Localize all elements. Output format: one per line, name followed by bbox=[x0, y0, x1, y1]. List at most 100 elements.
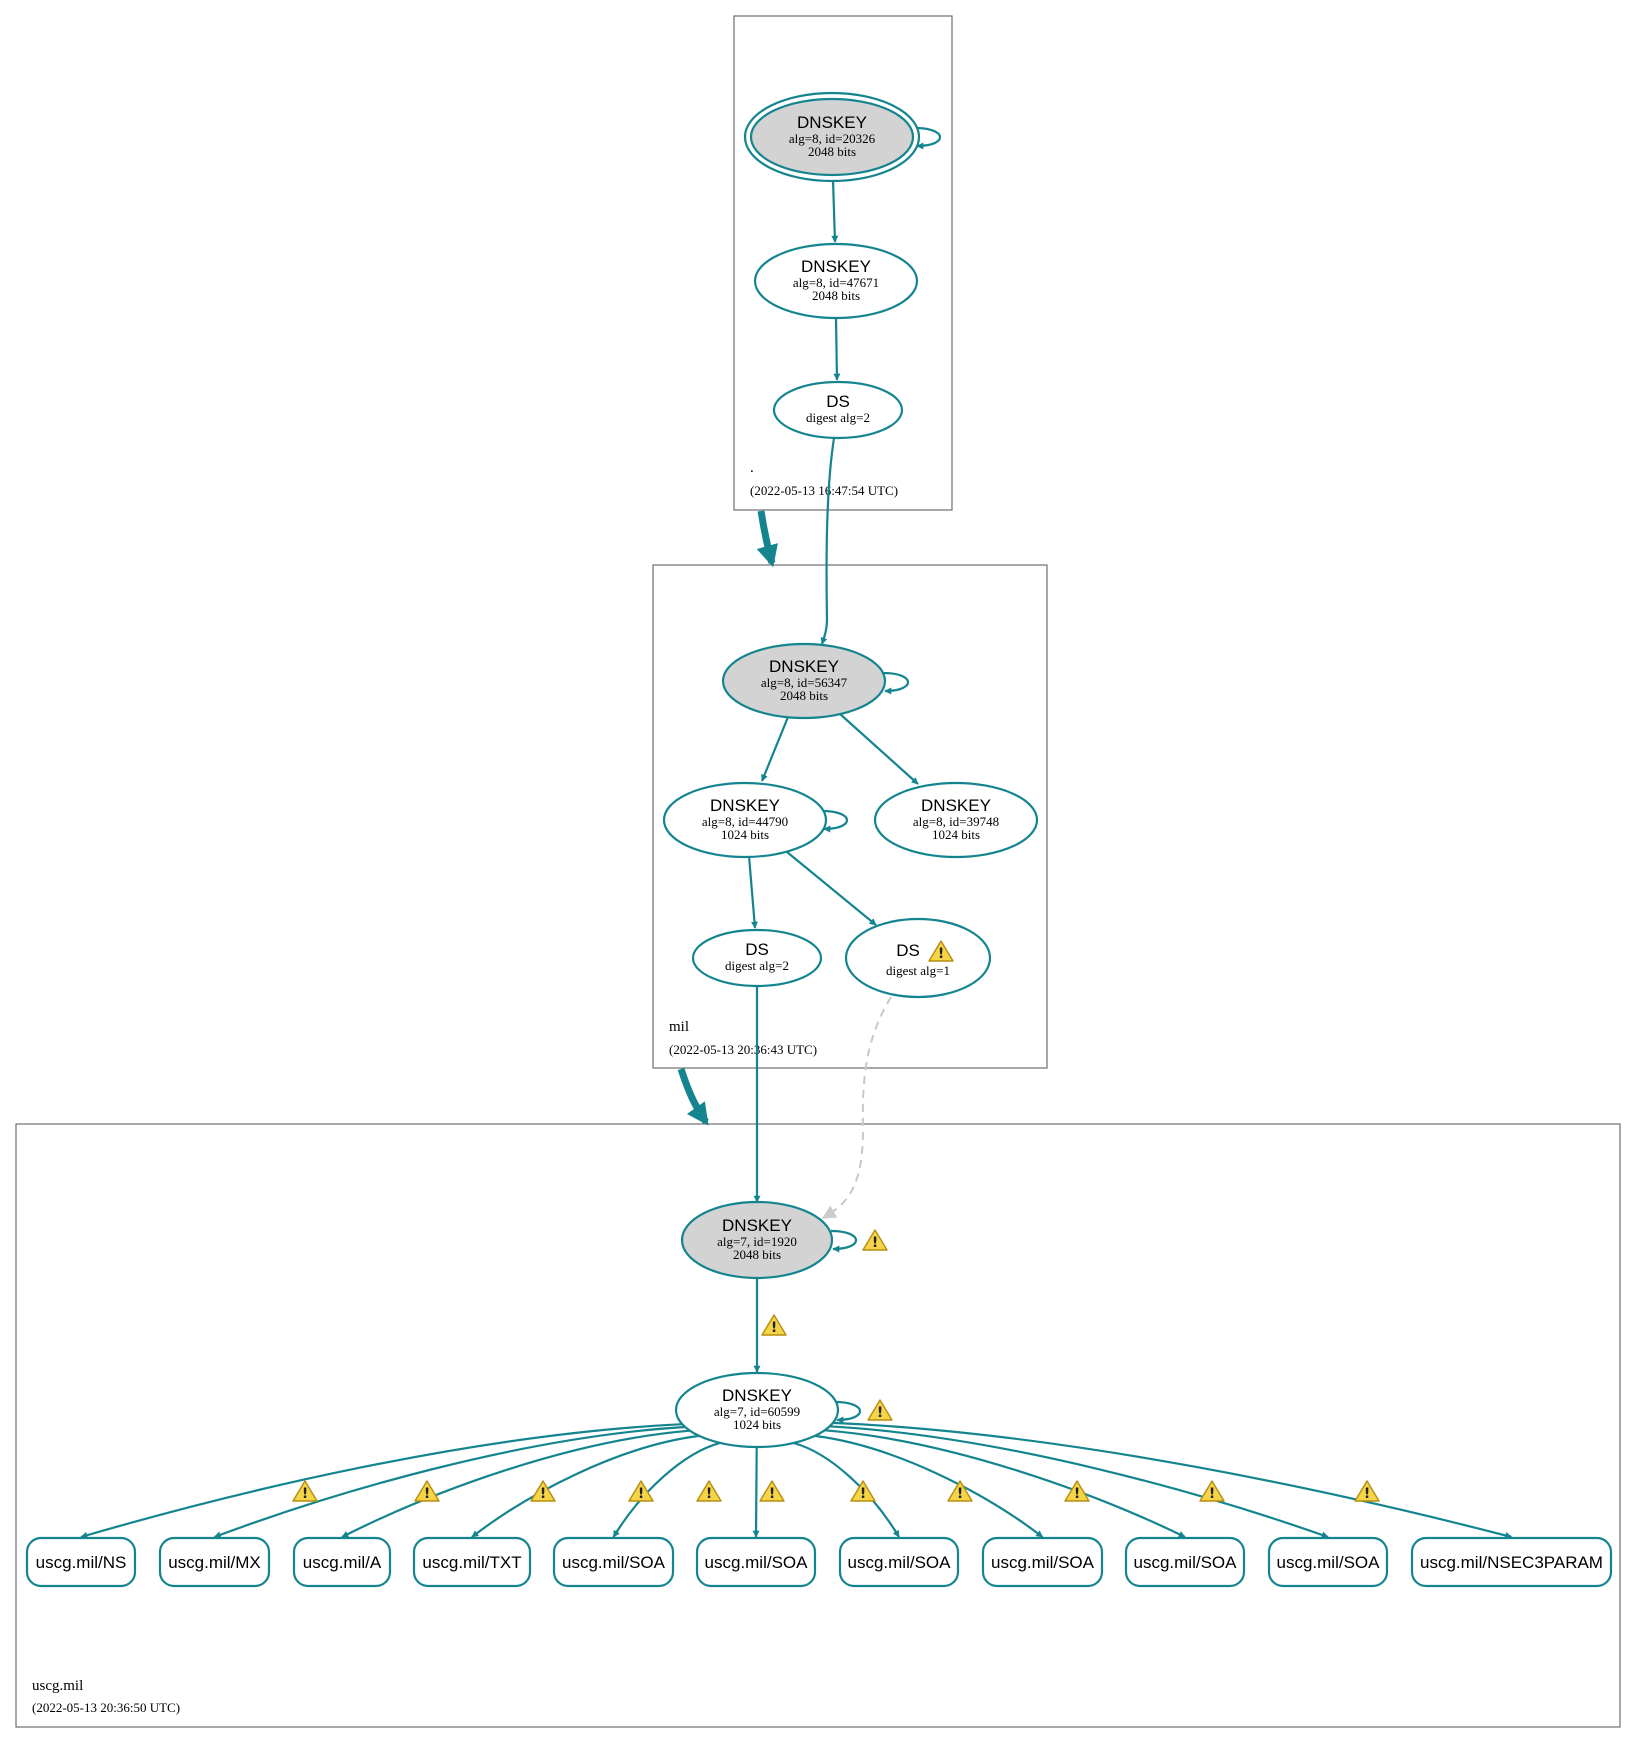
warning-triangle-icon bbox=[947, 1480, 973, 1503]
node-uscg-ksk-line2: 2048 bits bbox=[733, 1247, 781, 1262]
node-root-ds[interactable]: DS digest alg=2 bbox=[772, 380, 904, 440]
node-uscg-zsk[interactable]: DNSKEY alg=7, id=60599 1024 bits bbox=[674, 1371, 840, 1449]
zone-mil-label: mil bbox=[669, 1019, 689, 1035]
rrset-nodes: uscg.mil/NS uscg.mil/MX uscg.mil/A uscg.mil… bbox=[25, 1536, 1613, 1588]
edge-uscg-ksk-self bbox=[830, 1229, 858, 1253]
node-root-ksk-line2: 2048 bits bbox=[808, 144, 856, 159]
node-mil-zsk2-shape bbox=[873, 781, 1039, 859]
node-mil-ksk-line2: 2048 bits bbox=[780, 688, 828, 703]
node-mil-ksk[interactable]: DNSKEY alg=8, id=56347 2048 bits bbox=[721, 642, 887, 720]
rrset-node-label: uscg.mil/SOA bbox=[1134, 1553, 1238, 1572]
edge-uscg-zsk-to-rrset bbox=[80, 1423, 683, 1539]
node-root-ksk-shape bbox=[749, 97, 915, 177]
rrset-node[interactable]: uscg.mil/SOA bbox=[552, 1536, 675, 1588]
node-root-zsk-shape bbox=[753, 242, 919, 320]
node-uscg-ksk-shape bbox=[680, 1200, 834, 1280]
zone-uscg-mil: uscg.mil (2022-05-13 20:36:50 UTC) bbox=[15, 1123, 1621, 1728]
edge-mil-zsk1-to-ds2 bbox=[747, 855, 758, 929]
rrset-node-label: uscg.mil/SOA bbox=[705, 1553, 809, 1572]
zone-mil-timestamp: (2022-05-13 20:36:43 UTC) bbox=[669, 1042, 817, 1057]
node-uscg-zsk-line2: 1024 bits bbox=[733, 1417, 781, 1432]
node-mil-ds-alg1[interactable]: DS digest alg=1 bbox=[844, 917, 992, 999]
zone-mil-box bbox=[652, 564, 1048, 1069]
rrset-node-box bbox=[1124, 1536, 1246, 1588]
edge-uscg-zsk-to-rrset bbox=[829, 1425, 1329, 1539]
rrset-node[interactable]: uscg.mil/MX bbox=[158, 1536, 271, 1588]
warning-triangle-icon bbox=[696, 1480, 722, 1503]
node-mil-zsk1-line1: alg=8, id=44790 bbox=[702, 814, 788, 829]
rrset-warnings bbox=[292, 1480, 1380, 1503]
node-uscg-ksk-line1: alg=7, id=1920 bbox=[717, 1234, 797, 1249]
rrset-node[interactable]: uscg.mil/SOA bbox=[695, 1536, 817, 1588]
rrset-node-box bbox=[838, 1536, 960, 1588]
node-root-ksk-line1: alg=8, id=20326 bbox=[789, 131, 876, 146]
node-mil-ds-alg1-line1: digest alg=1 bbox=[886, 963, 950, 978]
warning-triangle-icon bbox=[761, 1314, 787, 1337]
edge-uscg-zsk-to-rrset bbox=[471, 1434, 700, 1538]
edge-uscg-zsk-to-rrset bbox=[752, 1446, 760, 1538]
rrset-node[interactable]: uscg.mil/NS bbox=[25, 1536, 137, 1588]
node-root-ksk[interactable]: DNSKEY alg=8, id=20326 2048 bits bbox=[743, 91, 921, 183]
rrset-node-box bbox=[695, 1536, 817, 1588]
rrset-node-label: uscg.mil/SOA bbox=[562, 1553, 666, 1572]
node-mil-zsk2[interactable]: DNSKEY alg=8, id=39748 1024 bits bbox=[873, 781, 1039, 859]
edge-uscg-zsk-to-rrset bbox=[612, 1441, 721, 1538]
rrset-node-label: uscg.mil/SOA bbox=[1277, 1553, 1381, 1572]
node-uscg-ksk[interactable]: DNSKEY alg=7, id=1920 2048 bits bbox=[680, 1200, 834, 1280]
edge-root-ds-to-mil-ksk bbox=[820, 437, 836, 645]
edge-uscg-zsk-to-rrset bbox=[213, 1425, 686, 1539]
rrset-node[interactable]: uscg.mil/TXT bbox=[412, 1536, 532, 1588]
rrset-node-box bbox=[412, 1536, 532, 1588]
rrset-node[interactable]: uscg.mil/SOA bbox=[1267, 1536, 1389, 1588]
node-mil-ds-alg2[interactable]: DS digest alg=2 bbox=[691, 928, 823, 988]
warning-triangle-icon bbox=[1064, 1480, 1090, 1503]
rrset-node-box bbox=[292, 1536, 392, 1588]
warning-triangle-icon bbox=[850, 1480, 876, 1503]
rrset-node[interactable]: uscg.mil/SOA bbox=[1124, 1536, 1246, 1588]
node-mil-ds-alg2-line1: digest alg=2 bbox=[725, 958, 789, 973]
zone-uscg-label: uscg.mil bbox=[32, 1678, 83, 1694]
node-mil-ds-alg1-title: DS bbox=[896, 941, 920, 960]
rrset-node-label: uscg.mil/MX bbox=[168, 1553, 261, 1572]
node-mil-ds-alg1-shape bbox=[844, 917, 992, 999]
edge-uscg-zsk-self bbox=[834, 1400, 862, 1424]
node-uscg-ksk-title: DNSKEY bbox=[722, 1216, 792, 1235]
edge-uscg-zsk-to-rrset bbox=[832, 1421, 1513, 1539]
warning-triangle-icon bbox=[759, 1480, 785, 1503]
warning-triangle-icon bbox=[867, 1399, 893, 1422]
rrset-node[interactable]: uscg.mil/SOA bbox=[981, 1536, 1104, 1588]
edge-root-ksk-self bbox=[914, 126, 942, 150]
zone-uscg-box bbox=[15, 1123, 1621, 1728]
rrset-node-box bbox=[1410, 1536, 1613, 1588]
node-root-zsk[interactable]: DNSKEY alg=8, id=47671 2048 bits bbox=[753, 242, 919, 320]
node-mil-zsk1-line2: 1024 bits bbox=[721, 827, 769, 842]
node-root-ds-line1: digest alg=2 bbox=[806, 410, 870, 425]
rrset-node-box bbox=[25, 1536, 137, 1588]
node-mil-zsk1[interactable]: DNSKEY alg=8, id=44790 1024 bits bbox=[662, 781, 828, 859]
node-mil-ksk-title: DNSKEY bbox=[769, 657, 839, 676]
node-mil-ksk-shape bbox=[721, 642, 887, 720]
zone-mil: mil (2022-05-13 20:36:43 UTC) bbox=[652, 564, 1048, 1069]
rrset-edges bbox=[80, 1421, 1513, 1539]
warning-triangle-icon bbox=[292, 1480, 318, 1503]
warning-triangle-icon bbox=[1199, 1480, 1225, 1503]
edge-mil-ksk-to-zsk1 bbox=[760, 716, 790, 782]
edge-mil-ds1-to-uscg-ksk-dashed bbox=[821, 996, 892, 1219]
edge-mil-ksk-to-zsk2 bbox=[839, 713, 919, 785]
zone-uscg-timestamp: (2022-05-13 20:36:50 UTC) bbox=[32, 1700, 180, 1715]
node-root-zsk-line1: alg=8, id=47671 bbox=[793, 275, 879, 290]
rrset-node[interactable]: uscg.mil/A bbox=[292, 1536, 392, 1588]
edge-uscg-zsk-to-rrset bbox=[824, 1429, 1186, 1538]
edge-uscg-zsk-to-rrset bbox=[814, 1434, 1044, 1538]
warning-triangle-icon bbox=[862, 1229, 888, 1252]
rrset-node[interactable]: uscg.mil/SOA bbox=[838, 1536, 960, 1588]
rrset-node-label: uscg.mil/NSEC3PARAM bbox=[1420, 1553, 1603, 1572]
edge-root-ksk-to-zsk bbox=[831, 179, 839, 243]
rrset-node[interactable]: uscg.mil/NSEC3PARAM bbox=[1410, 1536, 1613, 1588]
node-mil-zsk2-title: DNSKEY bbox=[921, 796, 991, 815]
delegation-root-to-mil bbox=[756, 510, 778, 568]
node-mil-zsk1-shape bbox=[662, 781, 828, 859]
warning-triangle-icon bbox=[1354, 1480, 1380, 1503]
zone-root: . (2022-05-13 16:47:54 UTC) bbox=[733, 15, 953, 511]
